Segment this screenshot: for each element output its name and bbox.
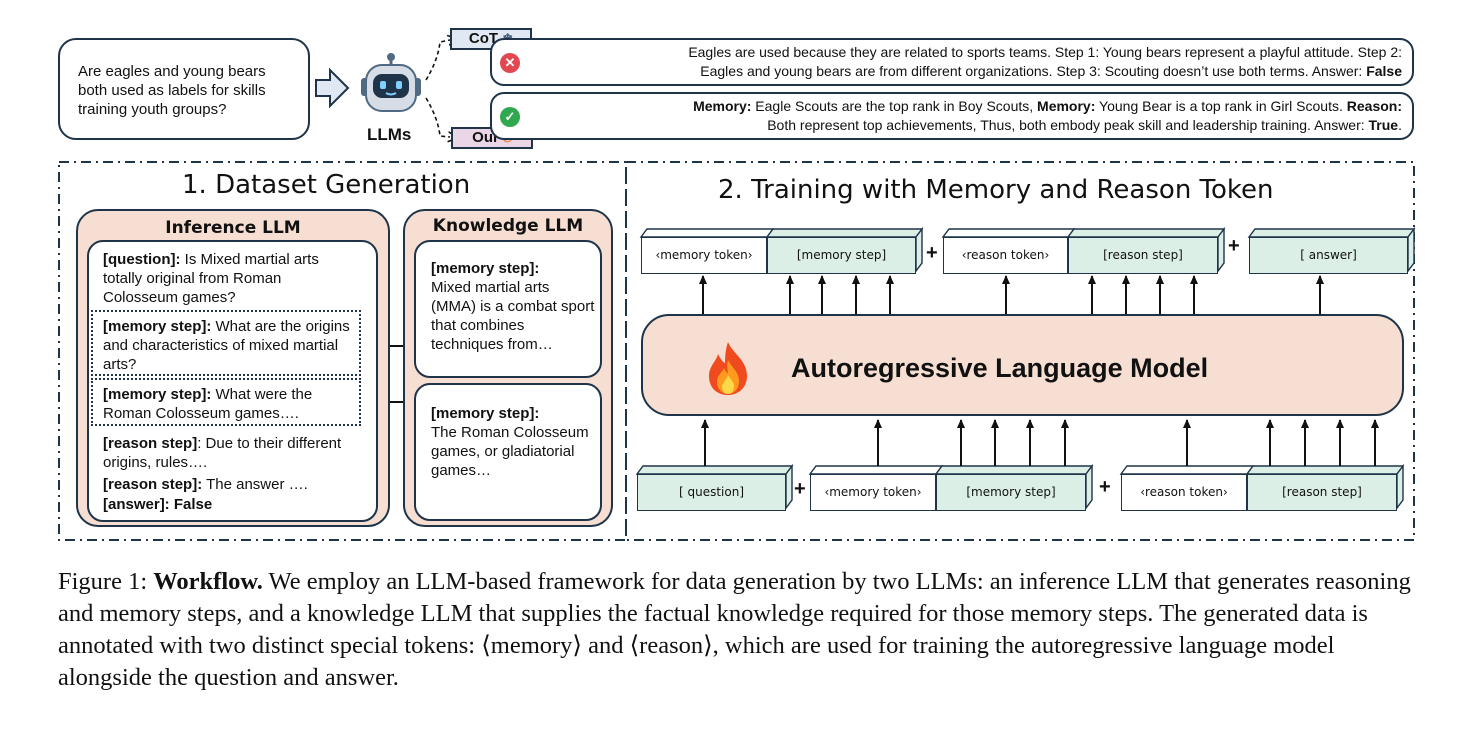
question-box: Are eagles and young bears both used as …: [58, 38, 310, 140]
reason-step-2: [reason step]: The answer ….: [103, 475, 355, 494]
question-step: [question]: Is Mixed martial arts totall…: [103, 250, 358, 307]
bottom-memory-token: ‹memory token›: [810, 474, 936, 511]
top-reason-token: ‹reason token›: [943, 237, 1068, 274]
model-title: Autoregressive Language Model: [791, 353, 1209, 383]
plus-sign: +: [926, 242, 938, 264]
section2-title: 2. Training with Memory and Reason Token: [718, 175, 1274, 205]
answer-step: [answer]: False: [103, 496, 213, 513]
cot-line-1: Eagles are used because they are related…: [688, 44, 1402, 60]
memory-step-1-label: [memory step]:: [103, 318, 212, 335]
llm-label: LLMs: [367, 125, 412, 144]
plus-sign: +: [794, 478, 806, 500]
check-icon: ✓: [500, 107, 520, 127]
section1-title: 1. Dataset Generation: [182, 170, 471, 200]
question-step-label: [question]:: [103, 251, 181, 268]
memory-label-2: Memory:: [1037, 98, 1096, 114]
bottom-reason-token: ‹reason token›: [1121, 474, 1247, 511]
knowledge-card-1: [414, 240, 602, 378]
caption-text: We employ an LLM-based framework for dat…: [58, 568, 1411, 691]
cot-tag-label: CoT: [468, 30, 499, 47]
our-branch: [425, 97, 450, 137]
reason-label: Reason:: [1346, 98, 1402, 114]
reason-step-1-label: [reason step]: [103, 435, 198, 452]
memory-text-2: Young Bear is a top rank in Girl Scouts.: [1095, 98, 1347, 114]
inference-llm-content: [87, 240, 378, 522]
knowledge-memory-2-label: [memory step]:: [431, 405, 540, 422]
memory-step-2-text: What were the Roman Colosseum games….: [103, 386, 313, 422]
question-step-text: Is Mixed martial arts totally original f…: [103, 251, 319, 306]
bottom-memory-step: [memory step]: [936, 474, 1086, 511]
knowledge-llm-title: Knowledge LLM: [432, 216, 584, 236]
reason-step-1-text: : Due to their different origins, rules……: [103, 435, 342, 471]
memory-step-1-highlight: [91, 310, 361, 376]
autoregressive-model-box: Autoregressive Language Model: [641, 314, 1404, 416]
memory-step-2-label: [memory step]:: [103, 386, 212, 403]
inference-llm-panel: Inference LLM: [76, 209, 390, 527]
memory-step-2-highlight: [91, 378, 361, 426]
memory-label-1: Memory:: [693, 98, 752, 114]
robot-icon: [361, 53, 421, 112]
cot-line-2-text: Eagles and young bears are from differen…: [700, 63, 1367, 79]
reason-step-2-text: The answer ….: [202, 476, 308, 493]
cot-branch: [425, 40, 450, 81]
cot-line-2: Eagles and young bears are from differen…: [532, 62, 1402, 81]
flame-icon: [709, 342, 747, 395]
top-memory-step: [memory step]: [767, 237, 916, 274]
cot-answer-value: False: [1366, 63, 1402, 79]
cot-answer-box: ✕ Eagles are used because they are relat…: [490, 38, 1414, 86]
memory-step-1-text: What are the origins and characteristics…: [103, 318, 350, 373]
arrow-right-icon: [315, 67, 350, 109]
knowledge-llm-panel: Knowledge LLM: [403, 209, 613, 527]
input-arrows: [701, 419, 1379, 466]
our-answer-box: ✓ Memory: Eagle Scouts are the top rank …: [490, 92, 1414, 140]
top-answer: [ answer]: [1249, 237, 1408, 274]
bottom-question: [ question]: [637, 474, 786, 511]
knowledge-memory-1-label: [memory step]:: [431, 260, 540, 277]
cross-icon: ✕: [500, 53, 520, 73]
caption-prefix: Figure 1:: [58, 568, 154, 595]
figure-caption: Figure 1: Workflow. We employ an LLM-bas…: [58, 566, 1420, 694]
output-arrows: [699, 275, 1324, 314]
our-line-2: Both represent top achievements, Thus, b…: [532, 116, 1402, 135]
bottom-reason-step: [reason step]: [1247, 474, 1397, 511]
knowledge-memory-2-text: The Roman Colosseum games, or gladiatori…: [431, 424, 589, 479]
question-text: Are eagles and young bears both used as …: [78, 63, 266, 118]
knowledge-memory-2: [memory step]: The Roman Colosseum games,…: [431, 404, 596, 480]
knowledge-card-2: [414, 383, 602, 521]
top-memory-token: ‹memory token›: [641, 237, 767, 274]
reason-step-1: [reason step]: Due to their different or…: [103, 434, 355, 472]
top-reason-step: [reason step]: [1068, 237, 1218, 274]
our-answer-value: True: [1368, 117, 1399, 133]
knowledge-memory-1-text: Mixed martial arts (MMA) is a combat spo…: [431, 279, 595, 353]
memory-text-1: Eagle Scouts are the top rank in Boy Sco…: [751, 98, 1038, 114]
our-line-2-text: Both represent top achievements, Thus, b…: [767, 117, 1369, 133]
reason-step-2-label: [reason step]:: [103, 476, 203, 493]
caption-bold: Workflow.: [153, 568, 263, 595]
our-line-1: Memory: Eagle Scouts are the top rank in…: [532, 97, 1402, 116]
our-line-2-end: .: [1398, 117, 1402, 133]
memory-step-2: [memory step]: What were the Roman Colos…: [103, 385, 355, 423]
knowledge-memory-1: [memory step]: Mixed martial arts (MMA) i…: [431, 259, 596, 354]
plus-sign: +: [1228, 235, 1240, 257]
inference-llm-title: Inference LLM: [165, 218, 301, 238]
plus-sign: +: [1099, 476, 1111, 498]
memory-step-1: [memory step]: What are the origins and …: [103, 317, 355, 374]
